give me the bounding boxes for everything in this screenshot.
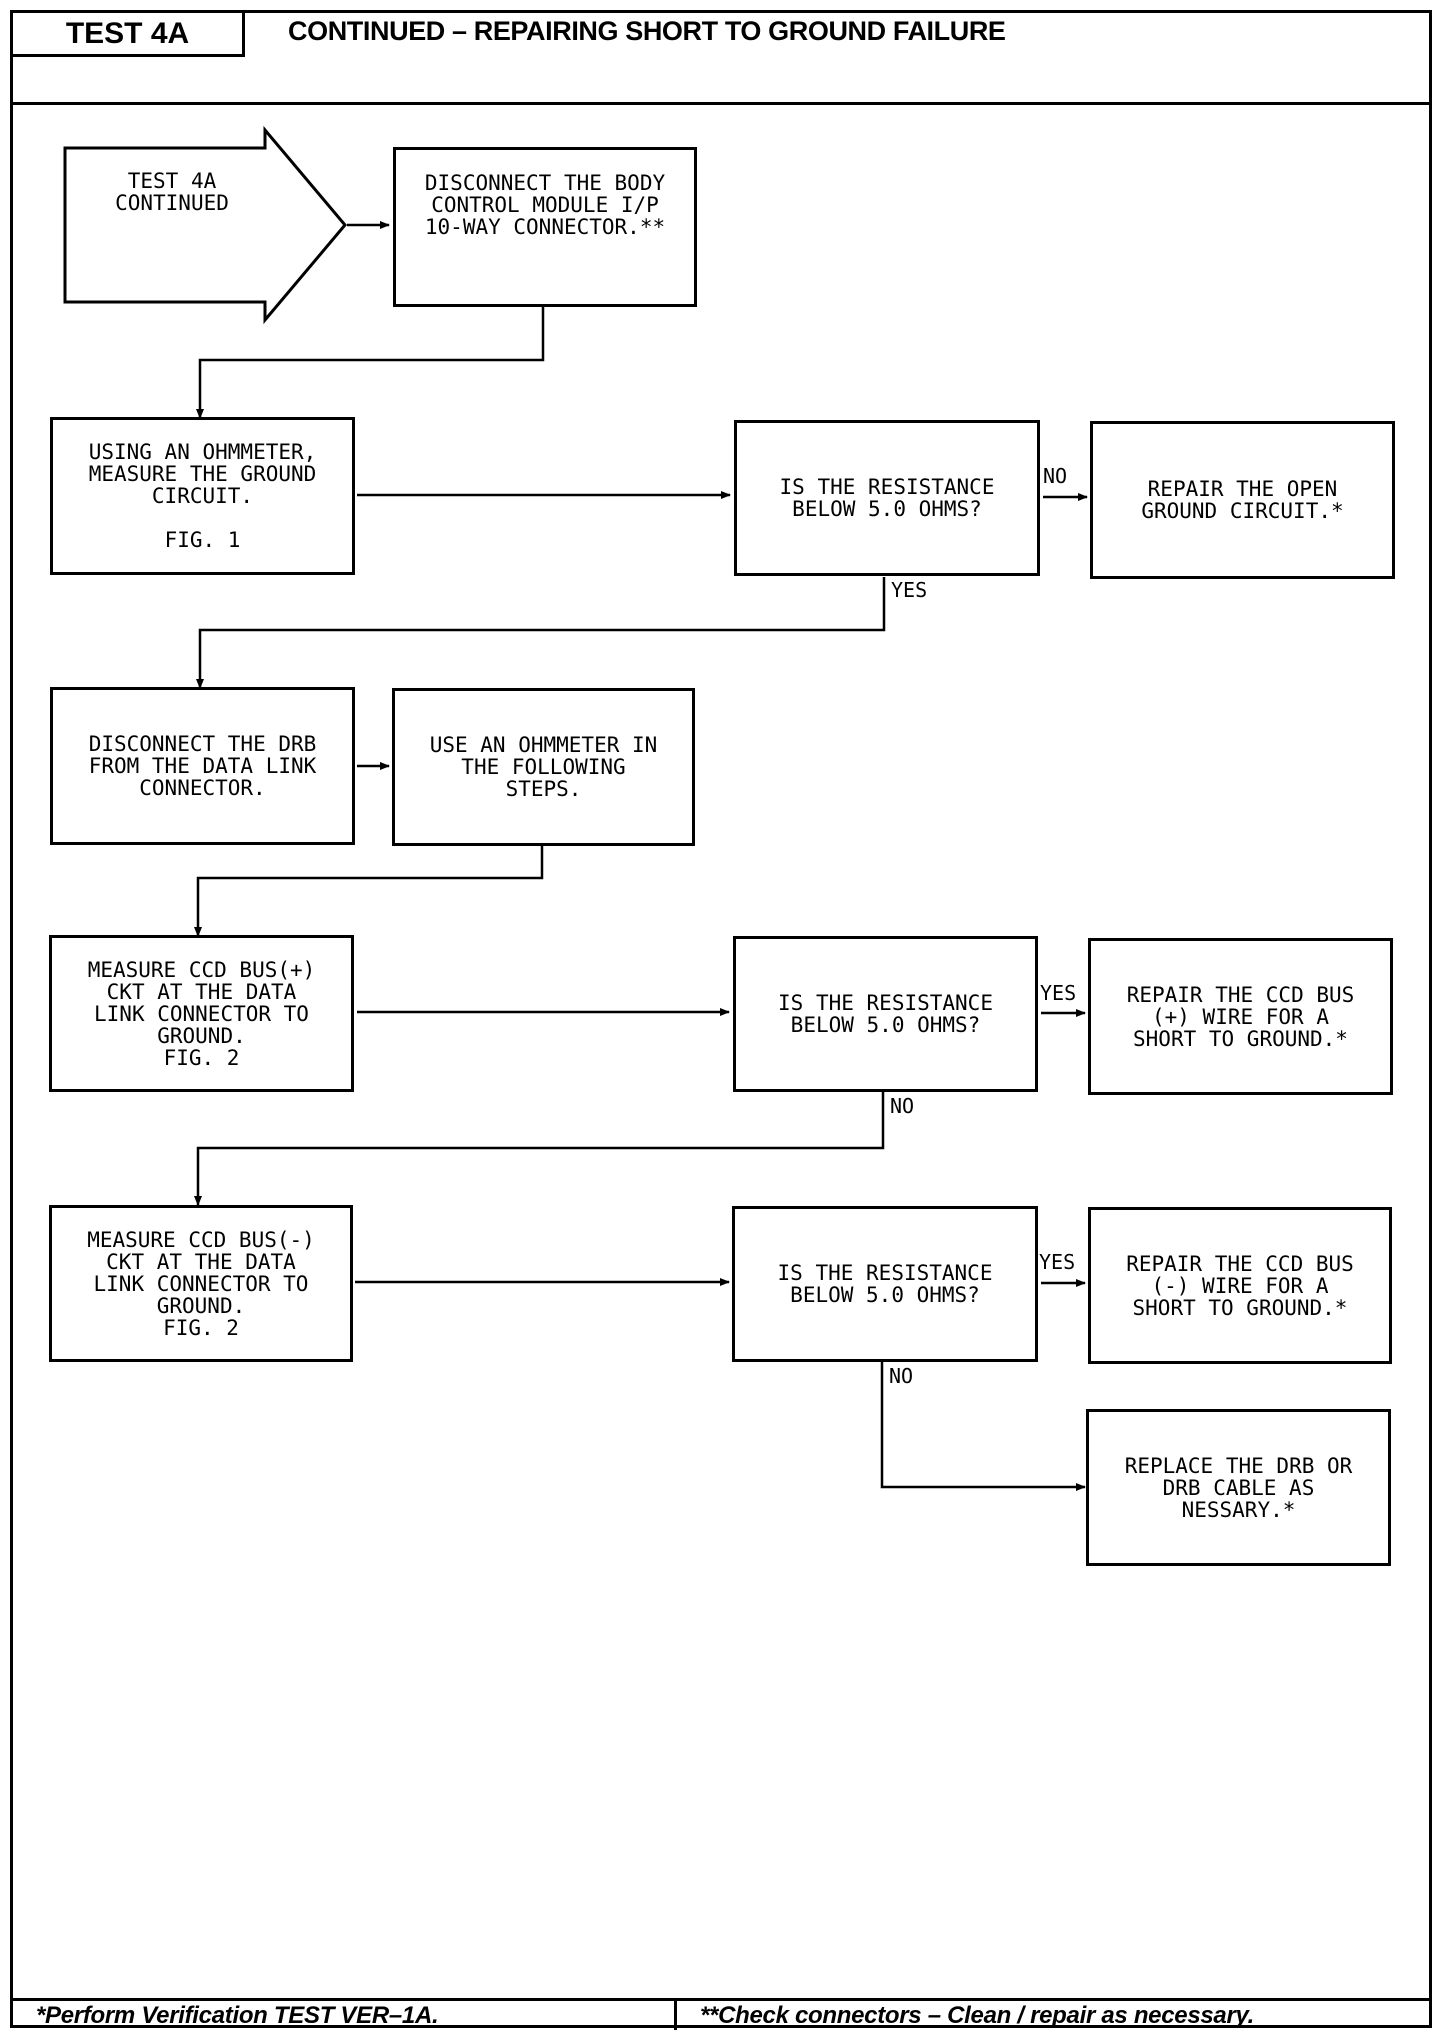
decision-box-3: IS THE RESISTANCE BELOW 5.0 OHMS? [732,1206,1038,1362]
measure-ground-box: USING AN OHMMETER, MEASURE THE GROUND CI… [50,417,355,575]
footer-separator [674,1998,677,2030]
measure-bus-minus-box: MEASURE CCD BUS(-) CKT AT THE DATA LINK … [49,1205,353,1362]
arrow-use-ohmmeter-to-measure-plus [194,845,544,937]
arrow-q3-no [880,1362,1086,1491]
header-divider [10,102,1432,105]
q1-no-label: NO [1043,464,1068,488]
decision-box-2: IS THE RESISTANCE BELOW 5.0 OHMS? [733,936,1038,1092]
repair-open-ground-box: REPAIR THE OPEN GROUND CIRCUIT.* [1090,421,1395,579]
q3-yes-label: YES [1039,1250,1076,1274]
repair-bus-plus-box: REPAIR THE CCD BUS (+) WIRE FOR A SHORT … [1088,938,1393,1095]
q2-no-label: NO [890,1094,915,1118]
footer-divider [10,1998,1432,2001]
q1-yes-label: YES [891,578,928,602]
arrow-q2-no [194,1092,885,1206]
page-title: CONTINUED – REPAIRING SHORT TO GROUND FA… [288,16,1006,46]
footer-note-left: *Perform Verification TEST VER–1A. [36,2002,439,2029]
arrow-q1-yes [196,577,886,689]
replace-drb-box: REPLACE THE DRB OR DRB CABLE AS NESSARY.… [1086,1409,1391,1566]
q3-no-label: NO [889,1364,914,1388]
test-label: TEST 4A [13,13,245,57]
footer-note-right: **Check connectors – Clean / repair as n… [700,2002,1255,2029]
repair-bus-minus-box: REPAIR THE CCD BUS (-) WIRE FOR A SHORT … [1088,1207,1392,1364]
arrow-disconnect-to-measure-ground [196,305,545,419]
use-ohmmeter-box: USE AN OHMMETER IN THE FOLLOWING STEPS. [392,688,695,846]
disconnect-bcm-box: DISCONNECT THE BODY CONTROL MODULE I/P 1… [393,147,697,307]
start-arrow-label: TEST 4A CONTINUED [115,169,229,215]
start-arrow-shape [63,125,347,325]
q2-yes-label: YES [1040,981,1077,1005]
measure-bus-plus-box: MEASURE CCD BUS(+) CKT AT THE DATA LINK … [49,935,354,1092]
decision-box-1: IS THE RESISTANCE BELOW 5.0 OHMS? [734,420,1040,576]
disconnect-drb-box: DISCONNECT THE DRB FROM THE DATA LINK CO… [50,687,355,845]
page-frame [10,10,1432,2028]
